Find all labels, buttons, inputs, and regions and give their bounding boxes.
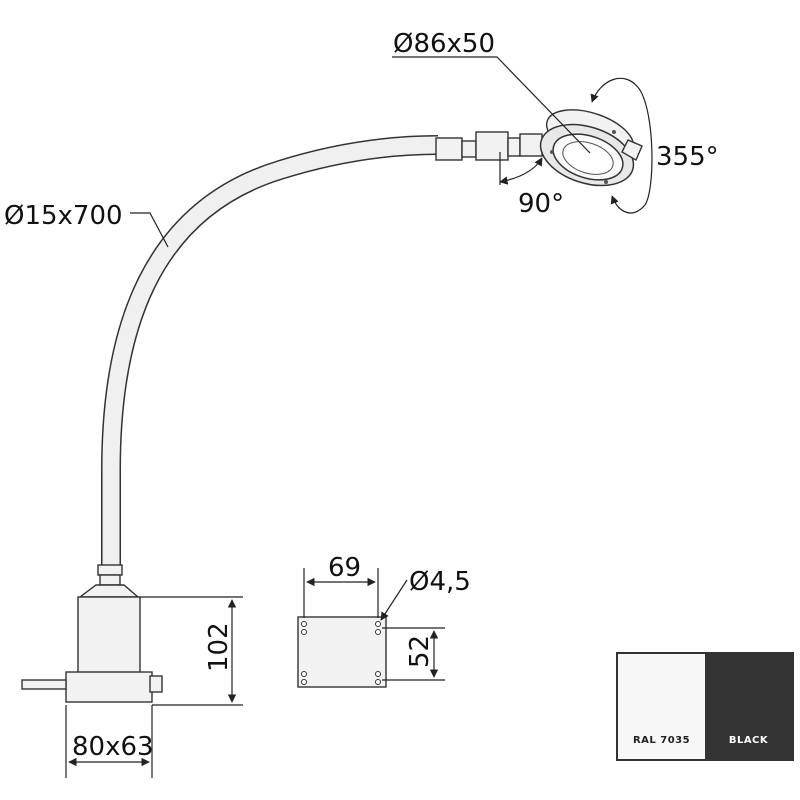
arm-dimension-label: Ø15x700 [4, 201, 123, 231]
hole-leader [380, 579, 408, 621]
mounting-plate [297, 616, 387, 688]
base-height-label: 102 [204, 622, 234, 672]
head-connector [435, 131, 543, 161]
base-size-label: 80x63 [72, 732, 154, 762]
tilt-arc [499, 157, 543, 185]
head-dimension-label: Ø86x50 [393, 29, 495, 59]
color-options: RAL 7035 BLACK [616, 652, 794, 761]
swatch-black: BLACK [705, 654, 792, 759]
swatch-black-label: BLACK [728, 735, 769, 746]
lamp-base [21, 564, 163, 703]
swatch-ral-7035: RAL 7035 [618, 654, 705, 759]
swatch-ral-7035-label: RAL 7035 [632, 735, 691, 746]
tilt-label: 90° [518, 189, 564, 219]
lamp-head [539, 109, 643, 187]
gooseneck-arm [101, 135, 439, 568]
plate-height-label: 52 [405, 635, 435, 668]
rotation-label: 355° [656, 142, 719, 172]
rotation-arrow [590, 77, 653, 214]
head-leader [392, 56, 591, 154]
arm-leader [130, 212, 169, 248]
plate-width-label: 69 [328, 553, 361, 583]
hole-diameter-label: Ø4,5 [409, 567, 471, 597]
